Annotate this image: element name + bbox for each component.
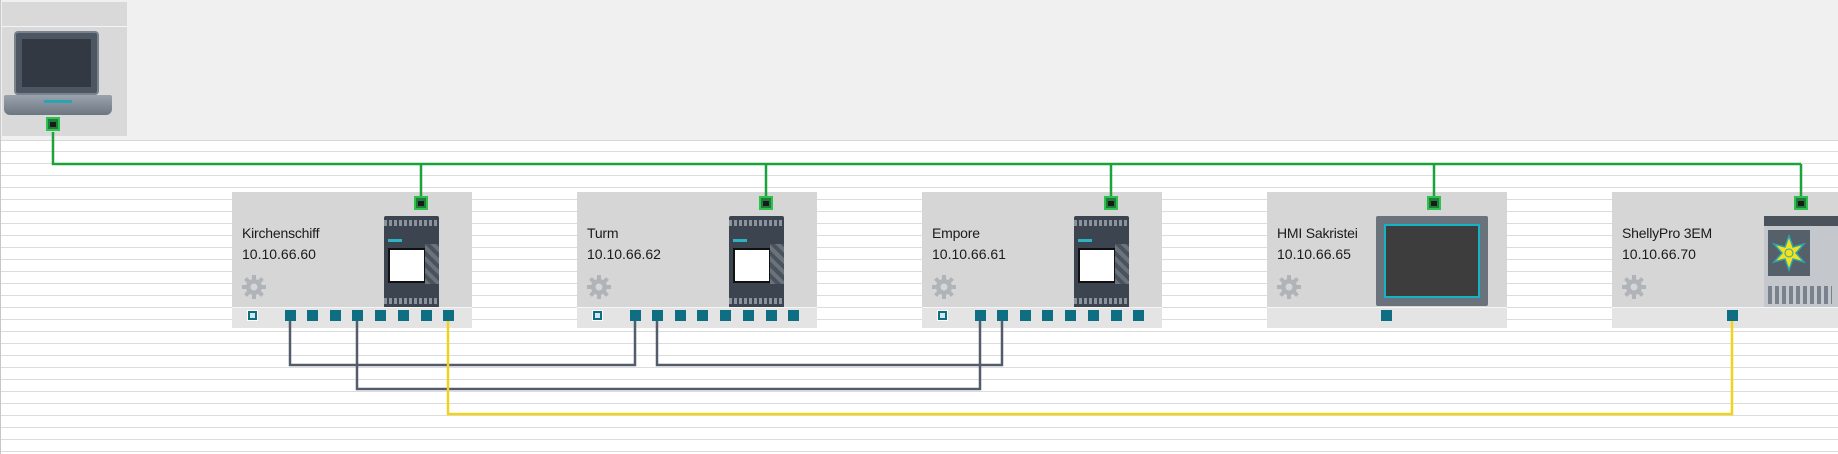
gear-icon — [1622, 275, 1646, 299]
device-ip: 10.10.66.62 — [587, 246, 661, 262]
io-port[interactable] — [788, 310, 799, 321]
gear-icon — [242, 275, 266, 299]
pc-station-band — [1, 0, 1838, 141]
device-kirchenschiff[interactable]: Kirchenschiff 10.10.66.60 — [232, 192, 472, 328]
laptop-keyboard — [4, 95, 112, 115]
profinet-port-empore[interactable] — [1104, 196, 1118, 210]
io-port[interactable] — [720, 310, 731, 321]
io-port[interactable] — [1088, 310, 1099, 321]
io-port[interactable] — [997, 310, 1008, 321]
pc-station[interactable] — [2, 2, 127, 136]
device-shellypro-3em[interactable]: ShellyPro 3EM 10.10.66.70 — [1612, 192, 1838, 328]
device-ip: 10.10.66.70 — [1622, 246, 1696, 262]
device-name: Turm — [587, 225, 619, 241]
io-port[interactable] — [285, 310, 296, 321]
io-port[interactable] — [352, 310, 363, 321]
io-port[interactable] — [743, 310, 754, 321]
device-port-bar — [1612, 307, 1838, 328]
gear-icon — [1277, 275, 1301, 299]
device-name: Empore — [932, 225, 980, 241]
io-port[interactable] — [697, 310, 708, 321]
io-port[interactable] — [1133, 310, 1144, 321]
plc-logo-icon — [384, 216, 439, 308]
pc-profinet-port[interactable] — [46, 117, 60, 131]
link-turm-empore — [655, 321, 1004, 367]
io-port[interactable] — [592, 310, 603, 321]
shelly-icon — [1764, 216, 1838, 310]
io-port[interactable] — [330, 310, 341, 321]
plc-logo-icon — [729, 216, 784, 308]
io-port[interactable] — [652, 310, 663, 321]
io-port[interactable] — [937, 310, 948, 321]
laptop-icon — [14, 31, 99, 95]
io-port[interactable] — [307, 310, 318, 321]
io-port[interactable] — [443, 310, 454, 321]
device-hmi-sakristei[interactable]: HMI Sakristei 10.10.66.65 — [1267, 192, 1507, 328]
io-port[interactable] — [398, 310, 409, 321]
device-ip: 10.10.66.65 — [1277, 246, 1351, 262]
hmi-panel-icon — [1376, 216, 1488, 306]
device-name: ShellyPro 3EM — [1622, 225, 1712, 241]
io-port[interactable] — [1020, 310, 1031, 321]
io-port[interactable] — [1111, 310, 1122, 321]
link-kirchenschiff-turm — [288, 321, 637, 367]
link-kirchenschiff-empore — [355, 321, 982, 391]
io-port[interactable] — [766, 310, 777, 321]
io-port[interactable] — [630, 310, 641, 321]
gear-icon — [587, 275, 611, 299]
io-port[interactable] — [675, 310, 686, 321]
io-port[interactable] — [247, 310, 258, 321]
io-port[interactable] — [421, 310, 432, 321]
profinet-port-kirchenschiff[interactable] — [414, 196, 428, 210]
profinet-subnet-line — [51, 132, 1803, 196]
device-ip: 10.10.66.61 — [932, 246, 1006, 262]
io-port[interactable] — [975, 310, 986, 321]
device-ip: 10.10.66.60 — [242, 246, 316, 262]
io-port[interactable] — [1042, 310, 1053, 321]
link-kirchenschiff-shelly — [446, 321, 1734, 416]
profinet-port-shellypro-3em[interactable] — [1794, 196, 1808, 210]
pc-station-divider — [2, 26, 127, 27]
io-port[interactable] — [1065, 310, 1076, 321]
io-port[interactable] — [375, 310, 386, 321]
io-port[interactable] — [1381, 310, 1392, 321]
shelly-star-icon — [1771, 233, 1807, 273]
device-name: HMI Sakristei — [1277, 225, 1358, 241]
profinet-port-turm[interactable] — [759, 196, 773, 210]
profinet-port-hmi-sakristei[interactable] — [1427, 196, 1441, 210]
gear-icon — [932, 275, 956, 299]
device-name: Kirchenschiff — [242, 225, 320, 241]
device-turm[interactable]: Turm 10.10.66.62 — [577, 192, 817, 328]
io-port[interactable] — [1727, 310, 1738, 321]
plc-logo-icon — [1074, 216, 1129, 308]
